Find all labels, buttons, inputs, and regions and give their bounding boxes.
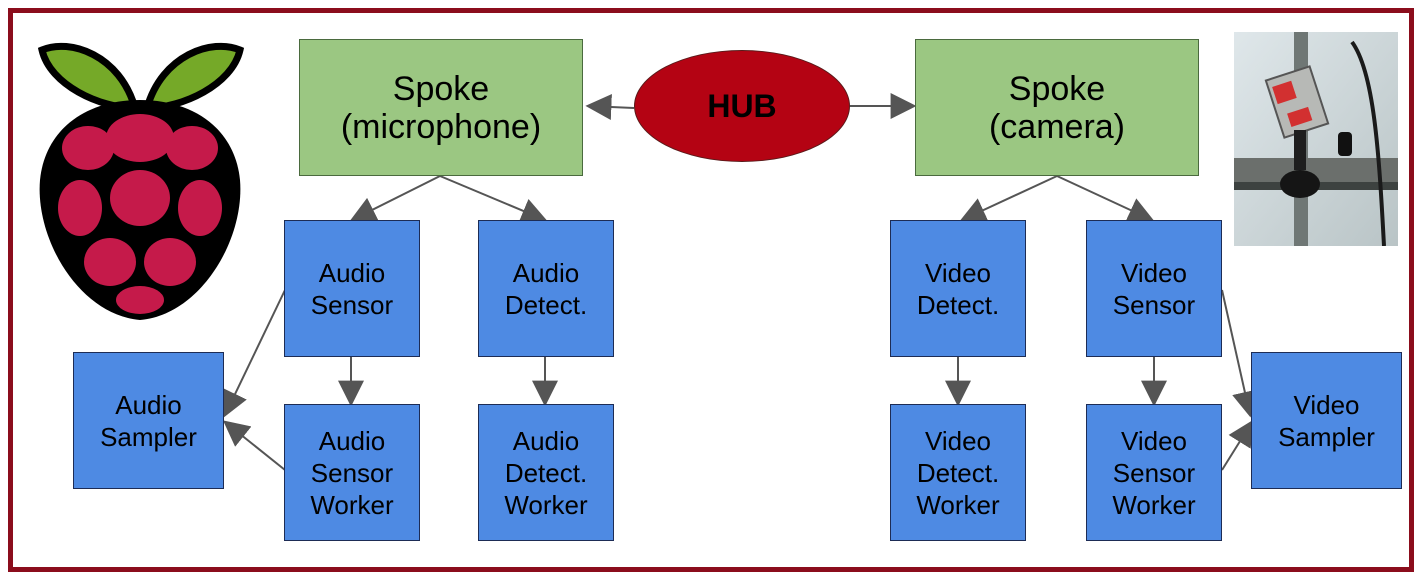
video-detect-worker-box: Video Detect. Worker bbox=[890, 404, 1026, 541]
spoke-camera-label: Spoke (camera) bbox=[988, 69, 1126, 146]
video-sensor-worker-box: Video Sensor Worker bbox=[1086, 404, 1222, 541]
audio-sampler-label: Audio Sampler bbox=[100, 389, 197, 452]
video-sampler-box: Video Sampler bbox=[1251, 352, 1402, 489]
audio-detect-box: Audio Detect. bbox=[478, 220, 614, 357]
video-sensor-worker-label: Video Sensor Worker bbox=[1112, 425, 1196, 520]
video-detect-worker-label: Video Detect. Worker bbox=[916, 425, 1000, 520]
audio-detect-worker-label: Audio Detect. Worker bbox=[504, 425, 588, 520]
spoke-camera: Spoke (camera) bbox=[915, 39, 1199, 176]
audio-sampler-box: Audio Sampler bbox=[73, 352, 224, 489]
audio-detect-worker-box: Audio Detect. Worker bbox=[478, 404, 614, 541]
audio-sensor-label: Audio Sensor bbox=[310, 257, 394, 320]
raspberry-pi-logo bbox=[37, 42, 245, 320]
audio-sensor-box: Audio Sensor bbox=[284, 220, 420, 357]
audio-sensor-worker-box: Audio Sensor Worker bbox=[284, 404, 420, 541]
video-sensor-box: Video Sensor bbox=[1086, 220, 1222, 357]
camera-photo bbox=[1234, 32, 1398, 246]
hub-label: HUB bbox=[707, 87, 777, 124]
video-detect-box: Video Detect. bbox=[890, 220, 1026, 357]
spoke-microphone: Spoke (microphone) bbox=[299, 39, 583, 176]
spoke-microphone-label: Spoke (microphone) bbox=[340, 69, 542, 146]
hub-node: HUB bbox=[634, 50, 850, 162]
video-detect-label: Video Detect. bbox=[916, 257, 1000, 320]
audio-sensor-worker-label: Audio Sensor Worker bbox=[310, 425, 394, 520]
audio-detect-label: Audio Detect. bbox=[504, 257, 588, 320]
video-sampler-label: Video Sampler bbox=[1278, 389, 1375, 452]
video-sensor-label: Video Sensor bbox=[1112, 257, 1196, 320]
